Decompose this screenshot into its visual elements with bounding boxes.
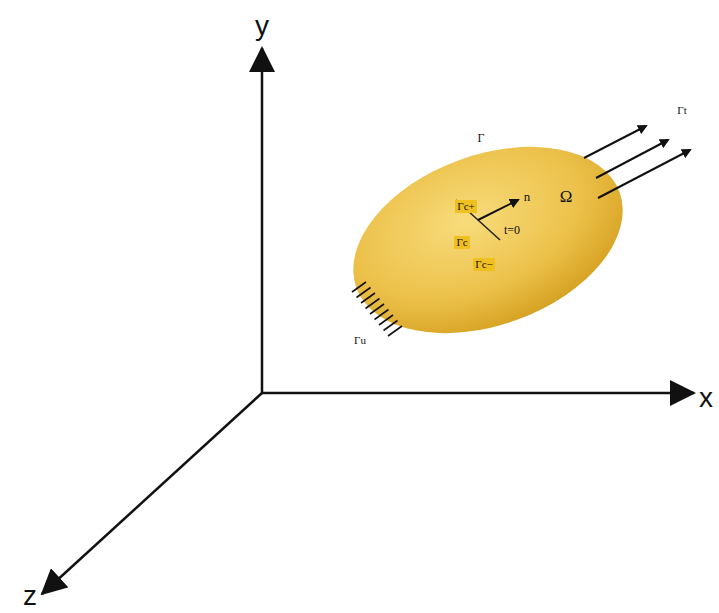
- hatch-stroke: [379, 315, 393, 325]
- traction-arrow: [598, 150, 690, 198]
- hatch-stroke: [384, 321, 398, 331]
- z-axis: [42, 393, 262, 594]
- x-axis: [262, 392, 694, 395]
- traction-condition: t=0: [504, 224, 520, 236]
- hatch-stroke: [357, 288, 371, 298]
- axis-label: y: [255, 12, 269, 40]
- axis-label: z: [23, 582, 37, 610]
- traction-boundary-label: Γt: [677, 105, 686, 116]
- traction-arrow: [596, 140, 668, 178]
- normal-vector: [478, 200, 518, 220]
- normal-label: n: [524, 190, 531, 203]
- domain-label: Ω: [560, 188, 573, 205]
- hatch-stroke: [366, 299, 380, 309]
- axis-label: x: [699, 384, 713, 412]
- hatch-stroke: [352, 282, 366, 292]
- traction-arrow: [584, 126, 646, 158]
- hatch-stroke: [388, 326, 402, 336]
- hatch-stroke: [370, 304, 384, 314]
- support-boundary-label: Γu: [354, 335, 366, 346]
- support-hatching: [352, 282, 402, 336]
- crack-face-label: Γc−: [473, 258, 494, 271]
- crack-face-label: Γc+: [455, 200, 476, 213]
- boundary-label: Γ: [478, 132, 485, 144]
- y-axis: [261, 48, 264, 393]
- crack-label: Γc: [454, 236, 469, 249]
- hatch-stroke: [361, 293, 375, 303]
- body-domain: [327, 112, 648, 368]
- hatch-stroke: [375, 310, 389, 320]
